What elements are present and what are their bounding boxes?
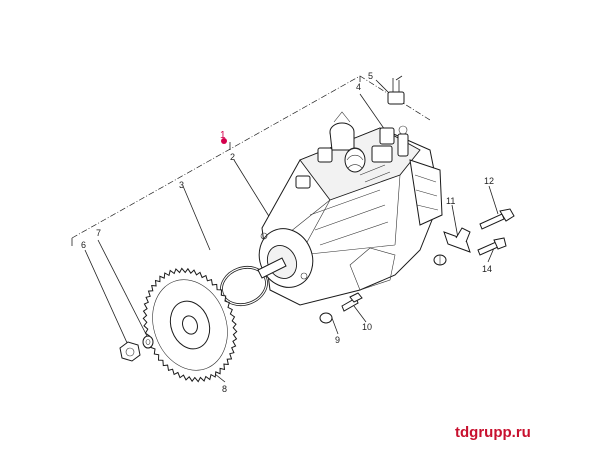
callout-3: 3 bbox=[179, 180, 184, 190]
leader-2 bbox=[233, 159, 271, 219]
support-bracket bbox=[433, 227, 471, 266]
mounting-bolt bbox=[319, 292, 363, 324]
leader-3 bbox=[182, 185, 211, 251]
leader-11 bbox=[451, 204, 459, 239]
callout-labels: 1 2 3 4 5 6 7 8 9 10 11 12 14 bbox=[81, 71, 494, 394]
callout-1-marker bbox=[221, 138, 227, 144]
leader-6 bbox=[84, 249, 129, 346]
callout-5: 5 bbox=[368, 71, 373, 81]
callout-8: 8 bbox=[222, 384, 227, 394]
drive-gear bbox=[142, 267, 238, 383]
callout-6: 6 bbox=[81, 240, 86, 250]
gear-bore bbox=[182, 315, 198, 335]
callout-12: 12 bbox=[484, 176, 494, 186]
leader-4 bbox=[359, 93, 386, 131]
callout-9: 9 bbox=[335, 335, 340, 345]
callout-4: 4 bbox=[356, 82, 361, 92]
callout-11: 11 bbox=[446, 196, 455, 206]
watermark-text: tdgrupp.ru bbox=[455, 424, 531, 441]
gear-rim bbox=[152, 279, 228, 371]
bracket-bolt-upper bbox=[479, 208, 515, 230]
callout-7: 7 bbox=[96, 228, 101, 238]
callout-1: 1 bbox=[220, 130, 226, 141]
pump-drive-flange bbox=[257, 228, 314, 288]
leader-9 bbox=[331, 317, 339, 335]
assembly-bracket-lines bbox=[71, 75, 431, 246]
leader-lines bbox=[84, 79, 499, 383]
pump-top-assembly bbox=[329, 111, 409, 183]
callout-10: 10 bbox=[362, 322, 372, 332]
leader-7 bbox=[97, 239, 149, 339]
leader-12 bbox=[488, 185, 499, 215]
callout-14: 14 bbox=[482, 264, 492, 274]
bracket-bolt-lower bbox=[477, 237, 507, 256]
leader-10 bbox=[353, 305, 367, 323]
gear-washer bbox=[142, 335, 154, 349]
callout-2: 2 bbox=[230, 152, 235, 162]
leader-14 bbox=[487, 247, 495, 263]
electrical-connector bbox=[387, 75, 405, 105]
gear-nut bbox=[119, 341, 141, 362]
